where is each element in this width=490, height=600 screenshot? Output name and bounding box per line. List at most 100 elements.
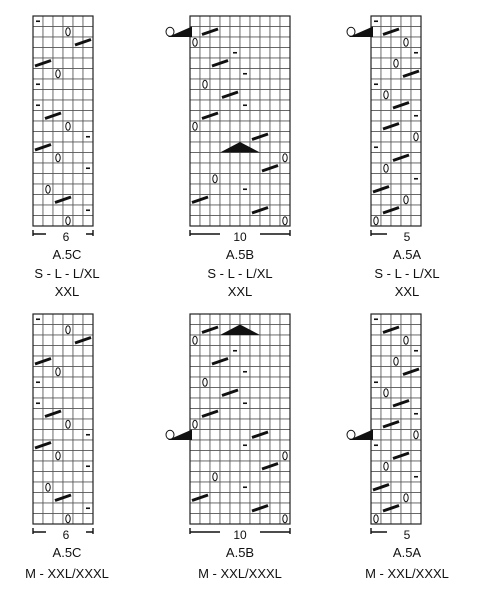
chart-border xyxy=(189,313,291,525)
chart-cell xyxy=(249,313,261,325)
chart-cell xyxy=(390,429,402,441)
chart-cell xyxy=(52,481,64,493)
chart-cell xyxy=(62,47,74,59)
chart-cell xyxy=(229,183,241,195)
chart-cell xyxy=(370,47,382,59)
chart-cell xyxy=(219,26,231,38)
decrease-symbol xyxy=(221,388,239,397)
chart-cell xyxy=(279,502,291,514)
chart-cell xyxy=(82,173,94,185)
chart-cell xyxy=(400,26,412,38)
chart-cell xyxy=(209,36,221,48)
chart-cell xyxy=(249,355,261,367)
chart-cell xyxy=(279,183,291,195)
chart-cell xyxy=(42,429,54,441)
yarn-over-symbol xyxy=(45,184,51,194)
chart-cell xyxy=(229,450,241,462)
chart-cell xyxy=(380,78,392,90)
chart-cell xyxy=(32,429,44,441)
chart-cell xyxy=(390,131,402,143)
chart-cell xyxy=(229,57,241,69)
chart-cell xyxy=(249,408,261,420)
chart-cell xyxy=(370,324,382,336)
chart-cell xyxy=(229,492,241,504)
chart-cell xyxy=(219,36,231,48)
chart-cell xyxy=(410,194,422,206)
chart-cell xyxy=(189,152,201,164)
chart-cell xyxy=(32,162,44,174)
chart-cell xyxy=(269,481,281,493)
chart-cell xyxy=(82,47,94,59)
chart-cell xyxy=(229,481,241,493)
chart-cell xyxy=(189,68,201,80)
chart-cell xyxy=(279,429,291,441)
chart-cell xyxy=(199,99,211,111)
chart-cell xyxy=(42,152,54,164)
chart-cell xyxy=(72,47,84,59)
chart-width-label: 5 xyxy=(387,230,427,244)
decrease-symbol xyxy=(191,493,209,502)
chart-cell xyxy=(199,397,211,409)
chart-cell xyxy=(209,366,221,378)
chart-cell xyxy=(400,131,412,143)
chart-name: A.5A xyxy=(392,545,422,560)
chart-cell xyxy=(189,183,201,195)
chart-cell xyxy=(390,492,402,504)
decrease-symbol xyxy=(251,206,269,215)
chart-cell xyxy=(249,89,261,101)
chart-cell xyxy=(32,471,44,483)
chart-cell xyxy=(72,481,84,493)
chart-cell xyxy=(400,355,412,367)
chart-cell xyxy=(239,334,251,346)
chart-cell xyxy=(62,15,74,27)
chart-cell xyxy=(239,450,251,462)
yarn-over-symbol xyxy=(373,216,379,226)
chart-cell xyxy=(229,26,241,38)
chart-cell xyxy=(199,120,211,132)
chart-cell xyxy=(72,502,84,514)
chart-cell xyxy=(82,141,94,153)
chart-cell xyxy=(52,355,64,367)
chart-cell xyxy=(52,460,64,472)
chart-cell xyxy=(32,366,44,378)
chart-cell xyxy=(269,173,281,185)
chart-cell xyxy=(52,215,64,227)
chart-cell xyxy=(32,408,44,420)
chart-cell xyxy=(199,387,211,399)
chart-cell xyxy=(259,450,271,462)
chart-cell xyxy=(209,513,221,525)
chart-cell xyxy=(62,387,74,399)
chart-cell xyxy=(279,68,291,80)
chart-cell xyxy=(279,460,291,472)
chart-cell xyxy=(269,502,281,514)
chart-cell xyxy=(209,481,221,493)
chart-cell xyxy=(279,324,291,336)
chart-cell xyxy=(259,183,271,195)
chart-cell xyxy=(380,57,392,69)
chart-cell xyxy=(219,120,231,132)
chart-cell xyxy=(410,313,422,325)
chart-cell xyxy=(62,313,74,325)
double-decrease-symbol xyxy=(220,142,260,153)
chart-cell xyxy=(52,141,64,153)
chart-cell xyxy=(279,173,291,185)
chart-cell xyxy=(410,152,422,164)
chart-cell xyxy=(229,99,241,111)
yarn-over-symbol xyxy=(65,325,71,335)
chart-cell xyxy=(279,194,291,206)
chart-cell xyxy=(400,502,412,514)
chart-cell xyxy=(249,152,261,164)
chart-cell xyxy=(279,439,291,451)
chart-cell xyxy=(209,492,221,504)
chart-cell xyxy=(32,47,44,59)
chart-cell xyxy=(380,345,392,357)
chart-cell xyxy=(239,408,251,420)
yarn-over-symbol xyxy=(403,493,409,503)
chart-cell xyxy=(52,15,64,27)
chart-cell xyxy=(42,36,54,48)
chart-cell xyxy=(62,345,74,357)
chart-cell xyxy=(259,78,271,90)
chart-cell xyxy=(370,152,382,164)
chart-cell xyxy=(32,345,44,357)
chart-name: A.5A xyxy=(392,247,422,262)
